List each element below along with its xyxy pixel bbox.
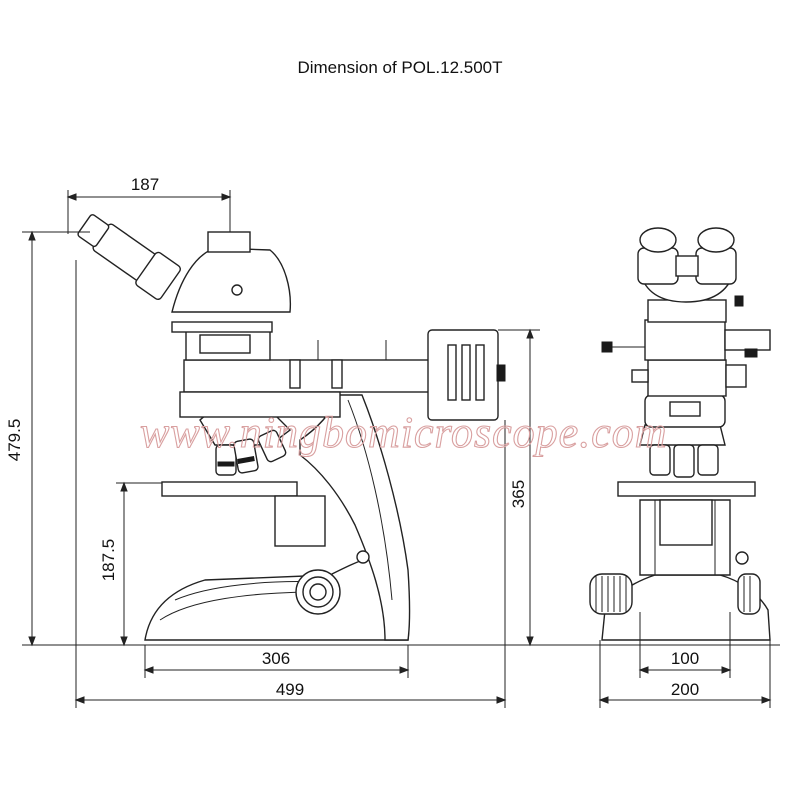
dim-front-total-width: 200	[671, 680, 699, 699]
front-stage	[617, 481, 756, 497]
side-body-block	[183, 359, 430, 393]
side-objectives	[215, 429, 287, 476]
dim-base-width: 306	[262, 649, 290, 668]
side-eyepieces	[77, 214, 181, 301]
dim-stage-height: 187.5	[99, 539, 118, 582]
front-view-microscope	[589, 227, 771, 641]
trinocular-head	[171, 247, 292, 313]
page-title: Dimension of POL.12.500T	[297, 58, 503, 77]
side-view-microscope	[77, 214, 506, 641]
front-eyepieces	[637, 227, 737, 285]
dim-total-width: 499	[276, 680, 304, 699]
dim-total-height: 479.5	[5, 419, 24, 462]
dimension-lines	[22, 190, 780, 708]
watermark: www.ningbomicroscope.com	[140, 408, 668, 457]
dim-top-width: 187	[131, 175, 159, 194]
dim-body-height: 365	[509, 480, 528, 508]
dim-front-base-inner: 100	[671, 649, 699, 668]
front-focus-knob-right	[737, 573, 761, 615]
side-stage	[161, 481, 298, 497]
front-focus-knob-left	[589, 573, 633, 615]
